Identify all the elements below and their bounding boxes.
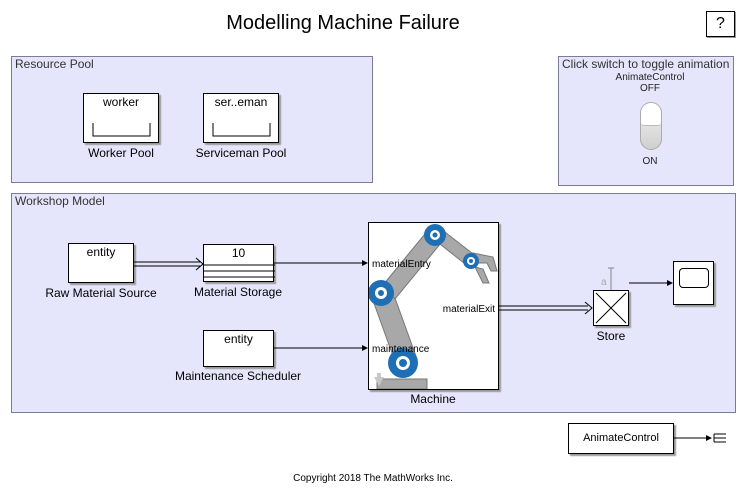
resource-pool-label: Resource Pool [15, 57, 94, 71]
maintenance-scheduler-caption: Maintenance Scheduler [174, 369, 302, 383]
machine-port-material-entry: materialEntry [372, 259, 431, 270]
scope-block[interactable] [673, 261, 714, 305]
material-storage-capacity: 10 [231, 246, 246, 260]
toggle-state-off: OFF [640, 83, 660, 94]
store-port-hint: a [601, 277, 607, 288]
maintenance-scheduler-text: entity [224, 332, 253, 346]
machine-block[interactable]: materialEntry maintenance materialExit [368, 222, 499, 390]
machine-port-maintenance: maintenance [372, 344, 430, 355]
toggle-knob[interactable] [641, 103, 661, 126]
copyright-text: Copyright 2018 The MathWorks Inc. [293, 473, 453, 484]
sink-x-icon [595, 292, 627, 324]
scope-screen-icon [679, 268, 709, 288]
serviceman-pool-block[interactable]: ser..eman [203, 93, 279, 143]
robot-arm-icon [369, 224, 498, 389]
maintenance-scheduler-block[interactable]: entity [203, 330, 274, 367]
raw-material-source-text: entity [86, 245, 116, 259]
toggle-panel-label: Click switch to toggle animation [562, 57, 730, 71]
toggle-control-name: AnimateControl [615, 72, 685, 83]
material-storage-block[interactable]: 10 [203, 244, 275, 282]
store-block[interactable] [593, 290, 629, 326]
resource-pool-area [11, 56, 373, 183]
animate-control-block[interactable]: AnimateControl [568, 423, 674, 454]
machine-port-material-exit: materialExit [442, 304, 495, 315]
pool-tray-icon [212, 123, 271, 137]
raw-material-source-block[interactable]: entity [68, 243, 134, 283]
serviceman-pool-resource: ser..eman [214, 95, 268, 109]
worker-pool-resource: worker [102, 95, 139, 109]
animate-control-label: AnimateControl [583, 432, 659, 444]
serviceman-pool-caption: Serviceman Pool [195, 146, 287, 160]
machine-caption: Machine [410, 392, 456, 406]
material-storage-caption: Material Storage [193, 285, 283, 299]
worker-pool-caption: Worker Pool [88, 146, 154, 160]
pool-tray-icon [92, 123, 151, 137]
toggle-state-on: ON [642, 156, 658, 167]
workshop-model-label: Workshop Model [15, 194, 105, 208]
raw-material-source-caption: Raw Material Source [45, 286, 157, 300]
worker-pool-block[interactable]: worker [83, 93, 159, 143]
queue-lines-icon [204, 264, 275, 278]
help-button[interactable]: ? [706, 11, 735, 37]
page-title: Modelling Machine Failure [226, 12, 460, 34]
store-caption: Store [596, 329, 626, 343]
